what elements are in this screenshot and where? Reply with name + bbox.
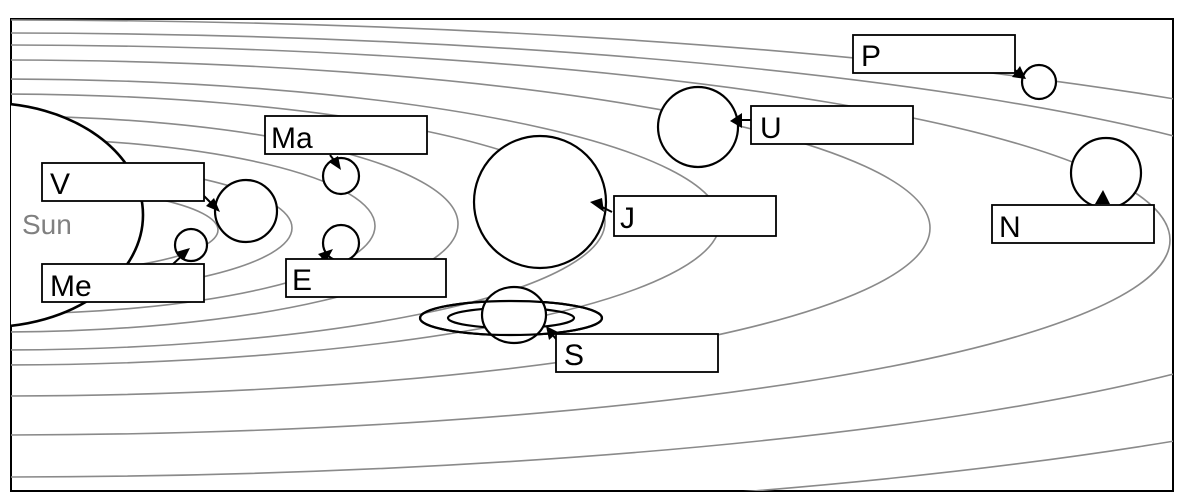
label-box-earth[interactable]: E — [285, 258, 447, 298]
planet-saturn — [418, 285, 604, 345]
planet-pluto — [1020, 63, 1058, 101]
label-venus: V — [50, 168, 70, 201]
label-earth: E — [292, 264, 312, 297]
orbit-saturn — [11, 59, 931, 397]
label-box-saturn[interactable]: S — [555, 333, 719, 373]
label-box-jupiter[interactable]: J — [613, 195, 777, 237]
orbit-jupiter — [11, 93, 606, 351]
label-saturn: S — [564, 339, 584, 372]
label-box-neptune[interactable]: N — [991, 204, 1155, 244]
label-box-venus[interactable]: V — [41, 162, 205, 202]
label-box-mars[interactable]: Ma — [264, 115, 428, 155]
label-uranus: U — [760, 112, 782, 145]
planet-mercury — [173, 227, 209, 263]
planet-uranus — [656, 85, 740, 169]
label-jupiter: J — [620, 202, 635, 235]
orbit-venus — [11, 159, 293, 297]
label-neptune: N — [999, 211, 1021, 244]
planet-venus — [213, 178, 279, 244]
planet-mars — [321, 156, 361, 196]
orbit-uranus — [11, 44, 1171, 436]
label-box-pluto[interactable]: P — [852, 34, 1016, 74]
orbit-mars — [11, 115, 459, 333]
label-box-uranus[interactable]: U — [750, 105, 914, 145]
orbit-earth — [11, 137, 376, 315]
label-box-mercury[interactable]: Me — [41, 263, 205, 303]
planet-jupiter — [472, 134, 608, 270]
label-pluto: P — [861, 40, 881, 73]
sun-label: Sun — [22, 209, 72, 240]
label-mercury: Me — [50, 270, 92, 303]
label-mars: Ma — [271, 122, 313, 155]
orbit-mercury — [11, 184, 219, 276]
